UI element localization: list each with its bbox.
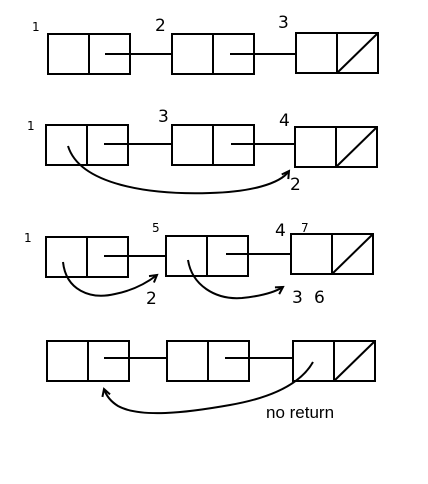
node-label: 3 <box>158 107 169 127</box>
annotation-note: no return <box>266 403 334 422</box>
node-data-cell <box>292 340 335 382</box>
curved-arrow <box>62 261 157 297</box>
node-data-cell <box>46 340 89 382</box>
arrow-label: 2 <box>146 289 157 309</box>
node-label: 1 <box>24 231 32 245</box>
arrow-label: 2 <box>290 175 301 195</box>
node-data-cell <box>45 236 88 278</box>
row-3: 1 5 4 7 2 3 6 <box>24 221 374 309</box>
null-slash <box>331 233 374 275</box>
node-3-null <box>294 126 378 168</box>
node-next-cell <box>206 235 249 277</box>
node-data-cell <box>294 126 337 168</box>
node-data-cell <box>47 33 90 75</box>
node-label: 2 <box>155 16 166 36</box>
arrow-label: 3 <box>292 288 303 308</box>
node-label: 1 <box>27 119 35 133</box>
row-1: 1 2 3 <box>32 13 379 75</box>
null-slash <box>335 126 378 168</box>
node-data-cell <box>165 235 208 277</box>
node-3-null <box>295 32 379 74</box>
node-3-null <box>292 340 376 382</box>
null-slash <box>336 32 379 74</box>
row-4: no return <box>46 340 376 422</box>
node-1 <box>46 340 130 382</box>
node-data-cell <box>171 124 214 166</box>
row-2: 1 3 4 2 <box>27 107 378 195</box>
node-label: 7 <box>301 221 309 235</box>
node-data-cell <box>290 233 333 275</box>
node-data-cell <box>171 33 214 75</box>
null-slash <box>333 340 376 382</box>
node-label: 1 <box>32 20 40 34</box>
arrow-label: 6 <box>314 288 325 308</box>
curved-arrow <box>187 259 283 300</box>
node-label: 4 <box>279 111 290 131</box>
node-2 <box>165 235 249 277</box>
node-data-cell <box>166 340 209 382</box>
node-3-null <box>290 233 374 275</box>
curved-arrow <box>67 145 289 195</box>
node-next-cell <box>207 340 250 382</box>
node-next-cell <box>87 340 130 382</box>
node-1 <box>47 33 131 75</box>
node-label: 5 <box>152 221 160 235</box>
node-label: 3 <box>278 13 289 33</box>
curved-arrow <box>104 361 314 415</box>
node-label: 4 <box>275 221 286 241</box>
node-data-cell <box>45 124 88 166</box>
node-data-cell <box>295 32 338 74</box>
node-2 <box>166 340 250 382</box>
